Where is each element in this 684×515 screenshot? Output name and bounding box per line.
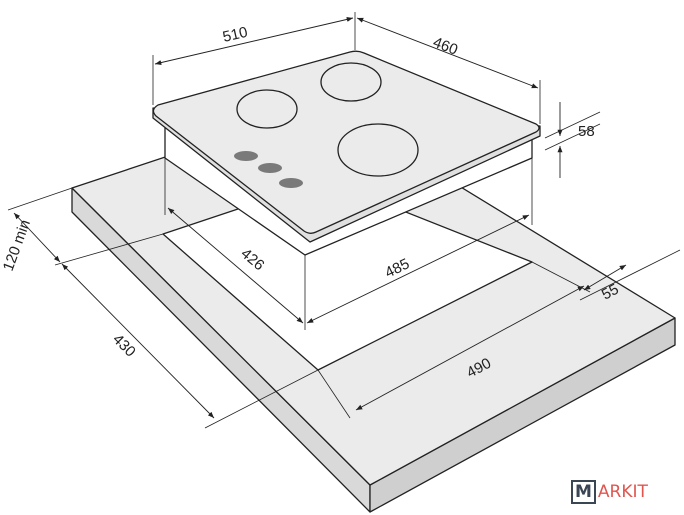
label-hob-height: 58 [578,123,595,140]
dim-line-426 [167,207,304,324]
dim-line-510 [154,16,354,66]
knob [279,178,303,188]
knob [258,163,282,173]
knob [234,151,258,161]
label-edge-distance: 55 [599,281,622,304]
label-worktop-depth: 430 [109,331,139,361]
label-hob-depth: 460 [431,34,460,59]
burner-left [236,89,298,129]
dim-line-490 [355,285,585,411]
dim-line-55 [583,264,627,291]
burner-large [337,123,419,177]
markit-logo: M ARKIT [571,480,648,504]
dim-line-485 [306,214,530,324]
dim-line-120 [13,212,61,263]
logo-text: ARKIT [597,482,648,502]
logo-letter: M [571,480,596,504]
label-hob-width: 510 [221,24,249,46]
dim-line-430 [61,263,215,419]
label-back-clearance: 120 min [0,217,34,273]
dim-line-460 [356,17,539,89]
